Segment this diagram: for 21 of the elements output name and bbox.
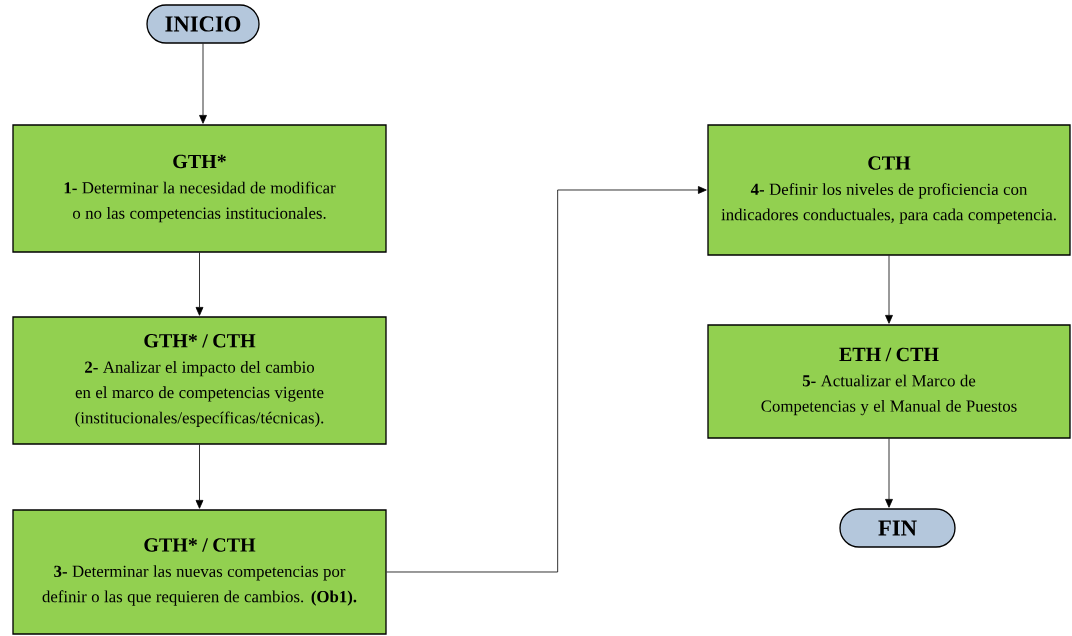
process-box: [12, 124, 387, 253]
step-description: 2- Analizar el impacto del cambio en el marco de competencias vigente (institucionales/específicas/técnicas).: [75, 361, 324, 427]
box-heading: GTH* / CTH: [144, 538, 256, 552]
arrow: [195, 252, 204, 316]
step-description: 4- Definir los niveles de proficiencia con indicadores conductuales, para cada competencia.: [721, 183, 1056, 224]
arrow: [885, 255, 893, 324]
box-heading: ETH / CTH: [839, 347, 939, 362]
process-box: [707, 124, 1071, 256]
box-heading: GTH* / CTH: [144, 334, 256, 348]
process-box: [12, 509, 387, 635]
step-description: 3- Determinar las nuevas competencias por definir o las que requieren de cambios. (Ob1).: [42, 565, 357, 606]
step-description: 5- Actualizar el Marco de Competencias y el Manual de Puestos: [761, 374, 1017, 416]
arrow: [386, 186, 707, 573]
process-box: [12, 316, 387, 445]
arrow: [195, 444, 204, 509]
process-box: [707, 324, 1071, 439]
arrow: [885, 438, 893, 508]
step-description: 1- Determinar la necesidad de modificar o no las competencias institucionales.: [64, 181, 336, 223]
box-heading: CTH: [868, 156, 911, 170]
arrow: [199, 43, 207, 124]
box-heading: GTH*: [173, 154, 226, 169]
